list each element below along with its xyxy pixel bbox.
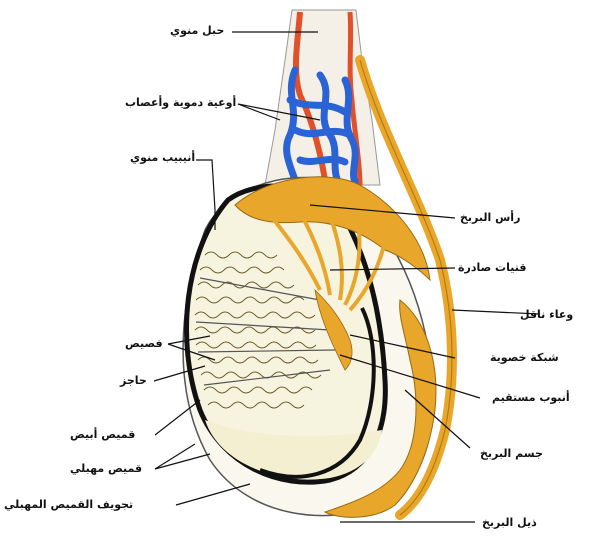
label-efferent-ductules: قنيات صادرة	[458, 261, 526, 275]
label-vas-deferens: وعاء ناقل	[520, 308, 573, 322]
label-straight-tubule: أنبوب مستقيم	[492, 391, 570, 405]
label-rete-testis: شبكة خصوية	[490, 351, 559, 365]
label-lobule: فصيص	[125, 337, 163, 351]
label-epididymis-head: رأس البربخ	[460, 211, 520, 225]
label-tunica-vaginalis: قميص مهبلي	[70, 462, 142, 476]
label-vaginal-cavity: تجويف القميص المهبلي	[4, 498, 133, 512]
label-vessels-nerves: أوعية دموية وأعصاب	[125, 96, 236, 110]
label-spermatic-cord: حبل منوي	[170, 24, 224, 38]
label-septum: حاجز	[120, 374, 147, 388]
label-tunica-albuginea: قميص أبيض	[70, 428, 135, 442]
label-seminiferous-tubule: أنيبيب منوي	[130, 151, 195, 165]
label-epididymis-body: جسم البربخ	[480, 447, 543, 461]
label-epididymis-tail: ذيل البربخ	[482, 516, 537, 530]
